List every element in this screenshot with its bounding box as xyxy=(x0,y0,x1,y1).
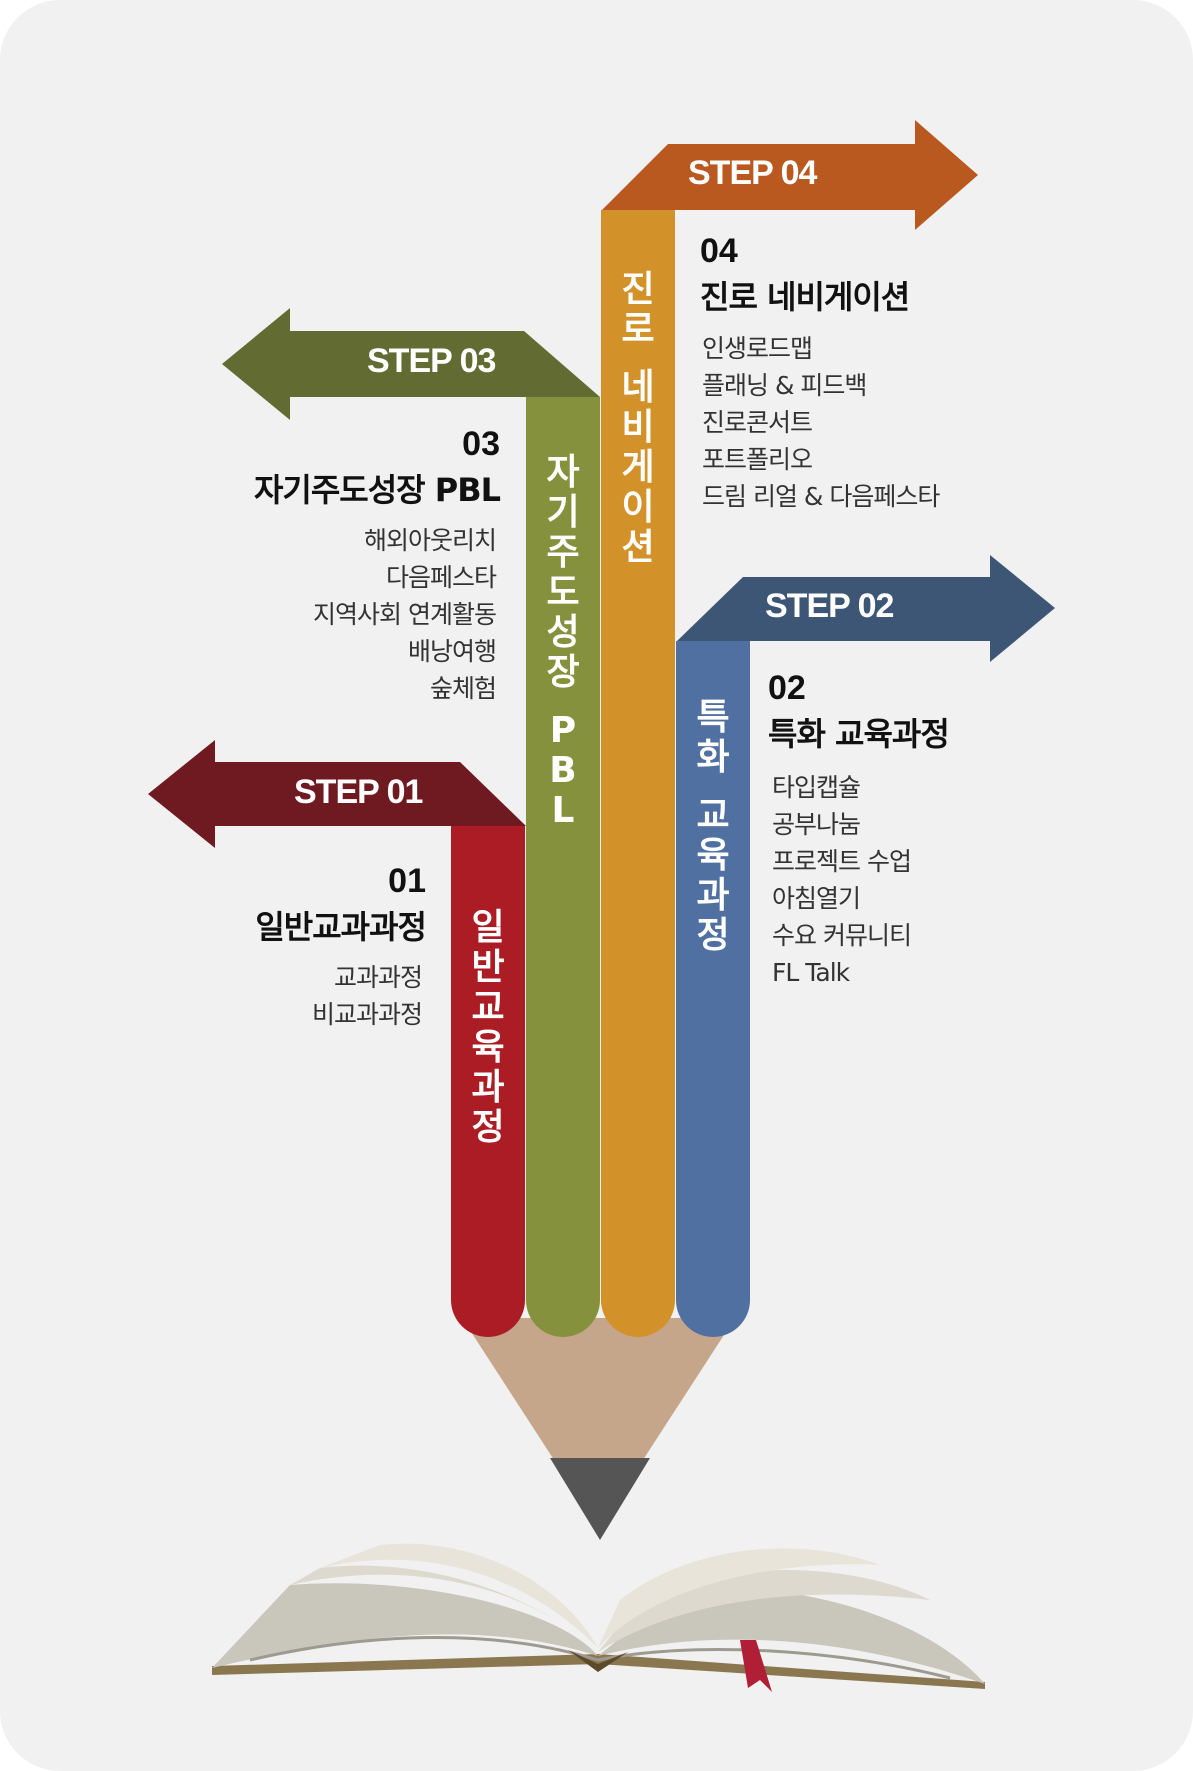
vertical-char: 육 xyxy=(466,1028,510,1068)
step-02-title: 특화 교육과정 xyxy=(768,709,949,755)
vertical-char: 도 xyxy=(541,573,585,613)
step-01-item: 비교과과정 xyxy=(312,996,422,1033)
step-02-item: 아침열기 xyxy=(772,880,911,917)
step-01-title: 일반교과과정 xyxy=(255,902,426,948)
vertical-char: 션 xyxy=(616,528,660,568)
vertical-gap xyxy=(616,350,660,368)
step-03-item: 숲체험 xyxy=(313,670,496,707)
step-04-item: 포트폴리오 xyxy=(702,441,939,478)
step-01-tag: STEP 01 xyxy=(294,773,422,812)
step-04-number: 04 xyxy=(700,232,738,271)
step-02-number: 02 xyxy=(768,669,806,708)
step-01-number: 01 xyxy=(388,862,426,901)
step-01-item: 교과과정 xyxy=(312,959,422,996)
step-03-item: 지역사회 연계활동 xyxy=(313,596,496,633)
vertical-char: 과 xyxy=(466,1068,510,1108)
vertical-char: 교 xyxy=(691,796,735,836)
vertical-char: 교 xyxy=(466,988,510,1028)
step-03-title: 자기주도성장 PBL xyxy=(254,465,500,511)
vertical-char: 이 xyxy=(616,488,660,528)
step-04-item: 플래닝 & 피드백 xyxy=(702,367,939,404)
vertical-char: 자 xyxy=(541,453,585,493)
vertical-char: 과 xyxy=(691,876,735,916)
step-02-item: 프로젝트 수업 xyxy=(772,843,911,880)
vertical-char: 일 xyxy=(466,908,510,948)
vertical-char: 반 xyxy=(466,948,510,988)
step-02-tag: STEP 02 xyxy=(765,587,893,626)
pencil-graphite xyxy=(550,1458,650,1540)
vertical-char: 화 xyxy=(691,738,735,778)
step-03-item: 배낭여행 xyxy=(313,633,496,670)
vertical-char: 로 xyxy=(616,310,660,350)
step-02-item: FL Talk xyxy=(772,954,911,991)
bookmark-ribbon xyxy=(740,1640,772,1692)
step-04-tag: STEP 04 xyxy=(688,154,816,193)
step-04-item: 드림 리얼 & 다음페스타 xyxy=(702,478,939,515)
vertical-gap xyxy=(541,693,585,711)
open-book-icon xyxy=(212,1544,985,1692)
step-02-item: 수요 커뮤니티 xyxy=(772,917,911,954)
step-03-number: 03 xyxy=(462,425,500,464)
vertical-char: 특 xyxy=(691,698,735,738)
vertical-char: P xyxy=(541,711,585,751)
step-04-item: 인생로드맵 xyxy=(702,330,939,367)
vertical-char: 정 xyxy=(691,916,735,956)
vertical-char: 육 xyxy=(691,836,735,876)
vertical-char: 주 xyxy=(541,533,585,573)
step-03-tag: STEP 03 xyxy=(367,342,495,381)
step-03-item: 다음페스타 xyxy=(313,559,496,596)
vertical-char: 네 xyxy=(616,368,660,408)
vertical-char: L xyxy=(541,791,585,831)
vertical-gap xyxy=(691,778,735,796)
vertical-char: 성 xyxy=(541,613,585,653)
vertical-char: B xyxy=(541,751,585,791)
step-04-title: 진로 네비게이션 xyxy=(700,272,909,318)
step-03-item: 해외아웃리치 xyxy=(313,522,496,559)
vertical-char: 장 xyxy=(541,653,585,693)
vertical-char: 비 xyxy=(616,408,660,448)
vertical-char: 기 xyxy=(541,493,585,533)
step-04-item: 진로콘서트 xyxy=(702,404,939,441)
vertical-char: 게 xyxy=(616,448,660,488)
step-02-item: 타입캡슐 xyxy=(772,769,911,806)
step-02-item: 공부나눔 xyxy=(772,806,911,843)
vertical-char: 진 xyxy=(616,270,660,310)
vertical-char: 정 xyxy=(466,1108,510,1148)
